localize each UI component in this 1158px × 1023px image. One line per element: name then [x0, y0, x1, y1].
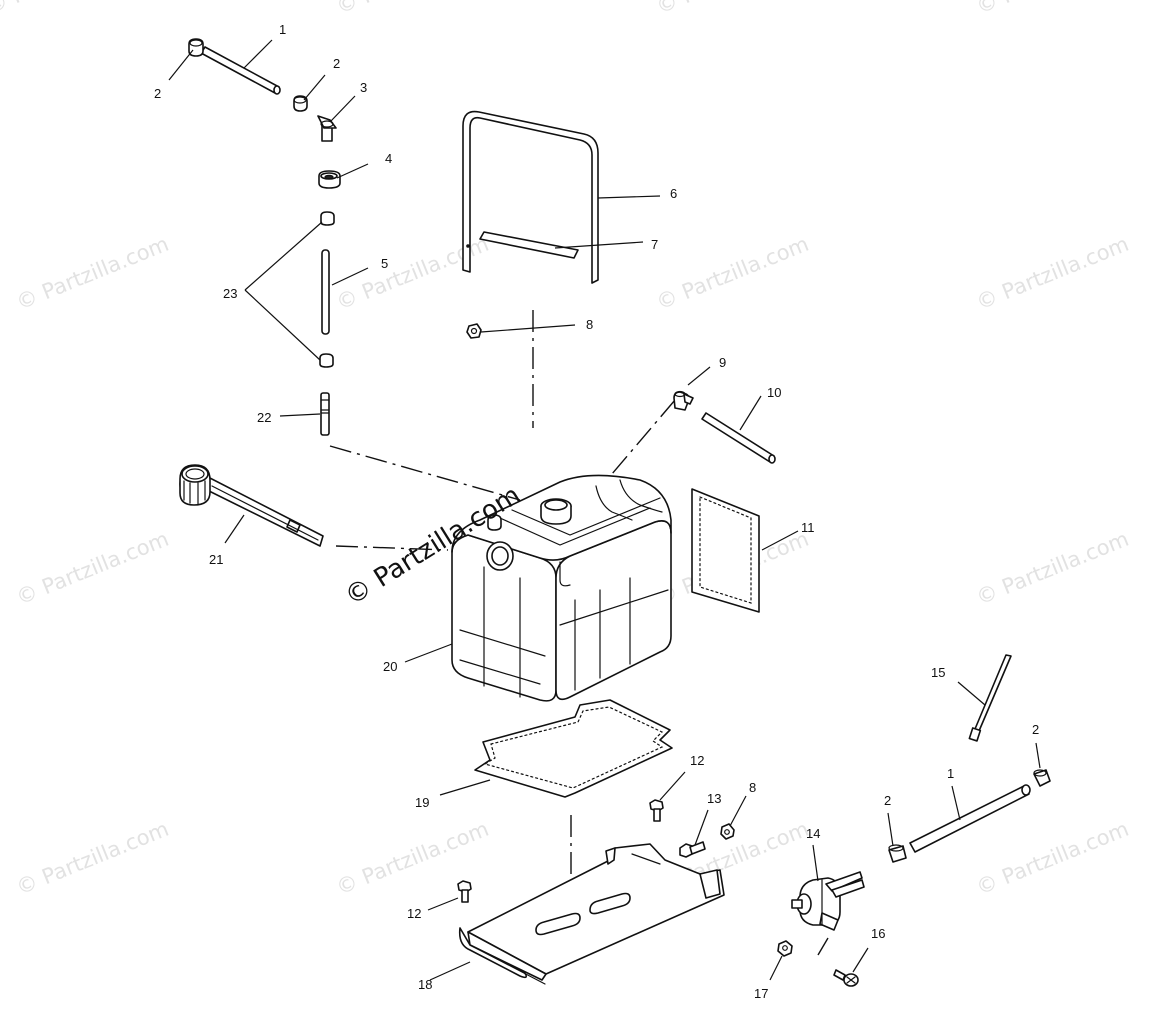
callout-12: 12: [407, 906, 421, 921]
callout-15: 15: [931, 665, 945, 680]
callout-8: 8: [586, 317, 593, 332]
callout-14: 14: [806, 826, 820, 841]
callout-2: 2: [1032, 722, 1039, 737]
watermark: © Partzilla.com: [13, 817, 172, 900]
grommet-part-4[interactable]: [318, 170, 341, 189]
watermark: © Partzilla.com: [653, 0, 812, 19]
screw-part-16[interactable]: [833, 969, 859, 987]
nut-part-8-lower[interactable]: [720, 823, 735, 840]
callout-5: 5: [381, 256, 388, 271]
callout-7: 7: [651, 237, 658, 252]
watermark: © Partzilla.com: [13, 527, 172, 610]
pad-part-11[interactable]: [691, 488, 760, 613]
watermark: © Partzilla.com: [0, 0, 142, 19]
callout-6: 6: [670, 186, 677, 201]
callout-2: 2: [154, 86, 161, 101]
pad-part-7[interactable]: [479, 231, 579, 259]
callout-21: 21: [209, 552, 223, 567]
watermark: © Partzilla.com: [973, 232, 1132, 315]
callout-labels: 1 2 2 3 4 5 6 7 8 9 10 11 12 12 13 8 14 …: [154, 22, 1039, 1001]
clamp-part-2-a[interactable]: [188, 38, 204, 57]
watermark: © Partzilla.com: [973, 817, 1132, 900]
nut-part-8-upper[interactable]: [466, 323, 482, 339]
callout-19: 19: [415, 795, 429, 810]
tray-part-18[interactable]: [458, 843, 725, 985]
bolt-part-13[interactable]: [679, 841, 706, 858]
clamp-part-2-c[interactable]: [1033, 769, 1051, 787]
fuel-tank-part-20[interactable]: [451, 474, 672, 702]
watermark: © Partzilla.com: [973, 527, 1132, 610]
watermark: © Partzilla.com: [973, 0, 1132, 19]
callout-3: 3: [360, 80, 367, 95]
hose-part-1-right[interactable]: [909, 784, 1031, 853]
leader-lines: [168, 39, 1041, 981]
fitting-part-9[interactable]: [673, 390, 694, 411]
hose-part-1-top[interactable]: [200, 46, 281, 95]
plug-part-23-bottom[interactable]: [319, 353, 334, 368]
callout-16: 16: [871, 926, 885, 941]
nut-part-17[interactable]: [777, 940, 793, 957]
callout-11: 11: [801, 520, 815, 535]
clamp-part-2-d[interactable]: [888, 844, 907, 863]
bolt-part-12-lower[interactable]: [457, 880, 472, 903]
callout-20: 20: [383, 659, 397, 674]
callout-12: 12: [690, 753, 704, 768]
plug-part-23-top[interactable]: [320, 211, 335, 226]
pump-part-14[interactable]: [791, 871, 865, 931]
callout-13: 13: [707, 791, 721, 806]
callout-23: 23: [223, 286, 237, 301]
strap-part-6[interactable]: [462, 110, 599, 284]
callout-1: 1: [947, 766, 954, 781]
watermark: © Partzilla.com: [653, 232, 812, 315]
watermark: © Partzilla.com: [13, 232, 172, 315]
bolt-part-12-upper[interactable]: [649, 799, 664, 822]
callout-18: 18: [418, 977, 432, 992]
callout-4: 4: [385, 151, 392, 166]
fitting-part-3[interactable]: [317, 115, 337, 142]
callout-1: 1: [279, 22, 286, 37]
callout-17: 17: [754, 986, 768, 1001]
fitting-part-22[interactable]: [320, 392, 330, 436]
callout-22: 22: [257, 410, 271, 425]
callout-2: 2: [333, 56, 340, 71]
callout-9: 9: [719, 355, 726, 370]
callout-10: 10: [767, 385, 781, 400]
tube-part-5[interactable]: [321, 249, 330, 335]
pad-part-19[interactable]: [474, 699, 673, 798]
hose-part-10[interactable]: [701, 412, 776, 464]
watermark: © Partzilla.com: [333, 0, 492, 19]
cap-gauge-part-21[interactable]: [179, 464, 324, 547]
rod-part-15[interactable]: [968, 654, 1012, 742]
callout-2: 2: [884, 793, 891, 808]
callout-8: 8: [749, 780, 756, 795]
